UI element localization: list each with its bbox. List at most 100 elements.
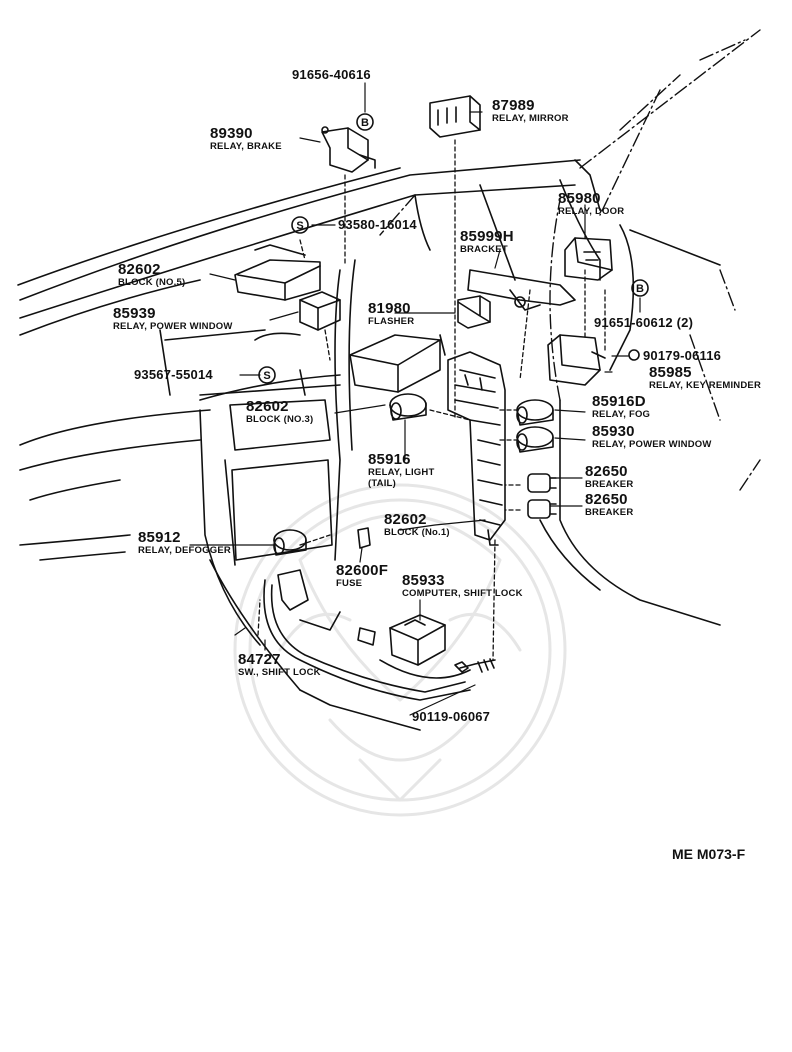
relay-defogger	[273, 529, 307, 556]
bolt-symbol-icon: B	[636, 283, 644, 295]
part-number: 82602	[384, 511, 427, 528]
relay-door	[564, 237, 613, 281]
part-label-82600f: 82600F FUSE	[336, 563, 388, 589]
relay-mirror	[429, 95, 481, 138]
bolt-90179	[628, 349, 640, 361]
part-label-81980: 81980 FLASHER	[368, 301, 414, 327]
breaker-2	[527, 499, 557, 519]
part-label-91651: 91651-60612 (2)	[594, 316, 693, 329]
bracket	[467, 269, 576, 311]
relay-fog	[516, 399, 554, 426]
part-label-82650-a: 82650 BREAKER	[585, 464, 633, 490]
part-number: 91651-60612 (2)	[594, 315, 694, 330]
part-number: 82602	[118, 261, 161, 278]
junction-block-no1	[447, 351, 506, 546]
part-label-85999h: 85999H BRACKET	[460, 229, 514, 255]
dashed-leaders	[257, 139, 606, 661]
part-number: 82650	[585, 463, 628, 480]
part-number: 85999H	[460, 228, 514, 245]
part-label-93567: 93567-55014	[134, 368, 213, 381]
part-number: 85916	[368, 451, 411, 468]
part-description-line2: (TAIL)	[368, 477, 396, 489]
fuse	[357, 527, 371, 549]
part-number: 82600F	[336, 562, 389, 579]
part-description: RELAY, POWER WINDOW	[113, 321, 233, 332]
part-description: BREAKER	[585, 507, 634, 518]
part-number: 85939	[113, 305, 156, 322]
part-number: 91656-40616	[292, 67, 371, 82]
part-number: 82602	[246, 398, 289, 415]
part-number: 84727	[238, 651, 281, 668]
part-number: 81980	[368, 300, 411, 317]
part-number: 85980	[558, 190, 601, 207]
part-number: 93580-16014	[338, 217, 417, 232]
part-number: 90119-06067	[412, 709, 491, 724]
part-description: BLOCK (No.1)	[384, 527, 450, 538]
shift-lock-switch	[263, 569, 471, 701]
part-description: BLOCK (NO.5)	[118, 277, 186, 288]
relay-light-tail	[389, 393, 427, 421]
relay-brake	[321, 126, 376, 173]
block-no5	[234, 244, 321, 301]
screw-symbol-icon: S	[296, 220, 303, 232]
part-description: RELAY, BRAKE	[210, 141, 282, 152]
part-description: RELAY, KEY REMINDER	[649, 380, 762, 391]
part-number: 85933	[402, 572, 445, 589]
part-number: 85916D	[592, 393, 646, 410]
part-label-93580: 93580-16014	[338, 218, 417, 231]
part-description: RELAY, POWER WINDOW	[592, 439, 712, 450]
part-label-84727: 84727 SW., SHIFT LOCK	[238, 652, 321, 678]
part-description: FUSE	[336, 578, 363, 589]
part-number: 89390	[210, 125, 253, 142]
computer-shift-lock	[357, 614, 446, 666]
watermark-seal	[233, 483, 567, 817]
part-description: RELAY, FOG	[592, 409, 651, 420]
dashboard-outline	[17, 159, 721, 731]
part-number: 87989	[492, 97, 535, 114]
part-label-85916d: 85916D RELAY, FOG	[592, 394, 650, 420]
part-label-82602-no3: 82602 BLOCK (NO.3)	[246, 399, 313, 425]
part-description: RELAY, DOOR	[558, 206, 625, 217]
part-description: BLOCK (NO.3)	[246, 414, 314, 425]
part-description: COMPUTER, SHIFT LOCK	[402, 588, 523, 599]
part-label-87989: 87989 RELAY, MIRROR	[492, 98, 569, 124]
part-label-85912: 85912 RELAY, DEFOGGER	[138, 530, 231, 556]
part-label-85980: 85980 RELAY, DOOR	[558, 191, 624, 217]
leader-lines	[189, 82, 641, 716]
symbol-markers: B S B S	[258, 113, 649, 384]
part-number: 85985	[649, 364, 692, 381]
diagram-code: ME M073-F	[672, 846, 746, 862]
part-description: RELAY, DEFOGGER	[138, 545, 231, 556]
part-description: SW., SHIFT LOCK	[238, 667, 321, 678]
part-description: FLASHER	[368, 316, 415, 327]
part-label-85985: 85985 RELAY, KEY REMINDER	[649, 365, 761, 391]
part-number: 93567-55014	[134, 367, 213, 382]
part-label-85933: 85933 COMPUTER, SHIFT LOCK	[402, 573, 523, 599]
screw-symbol-icon: S	[263, 370, 270, 382]
relay-power-window-2	[516, 426, 554, 453]
part-number: 85930	[592, 423, 635, 440]
part-number: 85912	[138, 529, 181, 546]
part-label-85916: 85916 RELAY, LIGHT (TAIL)	[368, 452, 434, 488]
part-number: 90179-06116	[643, 348, 722, 363]
part-description: BRACKET	[460, 244, 508, 255]
breaker-1	[527, 473, 557, 493]
reference-lines	[379, 29, 761, 491]
block-no3	[349, 334, 446, 393]
part-label-89390: 89390 RELAY, BRAKE	[210, 126, 282, 152]
relay-key-reminder	[547, 334, 606, 386]
flasher	[457, 295, 491, 329]
part-label-82602-no5: 82602 BLOCK (NO.5)	[118, 262, 185, 288]
part-description: BREAKER	[585, 479, 634, 490]
part-number: 82650	[585, 491, 628, 508]
part-label-85930: 85930 RELAY, POWER WINDOW	[592, 424, 712, 450]
screw-90119	[454, 658, 496, 673]
part-label-90119: 90119-06067	[412, 710, 490, 723]
part-label-90179: 90179-06116	[643, 349, 721, 362]
part-description: RELAY, MIRROR	[492, 113, 569, 124]
part-label-82650-b: 82650 BREAKER	[585, 492, 633, 518]
part-label-91656: 91656-40616	[292, 68, 371, 81]
bolt-symbol-icon: B	[361, 117, 369, 129]
part-label-85939: 85939 RELAY, POWER WINDOW	[113, 306, 233, 332]
